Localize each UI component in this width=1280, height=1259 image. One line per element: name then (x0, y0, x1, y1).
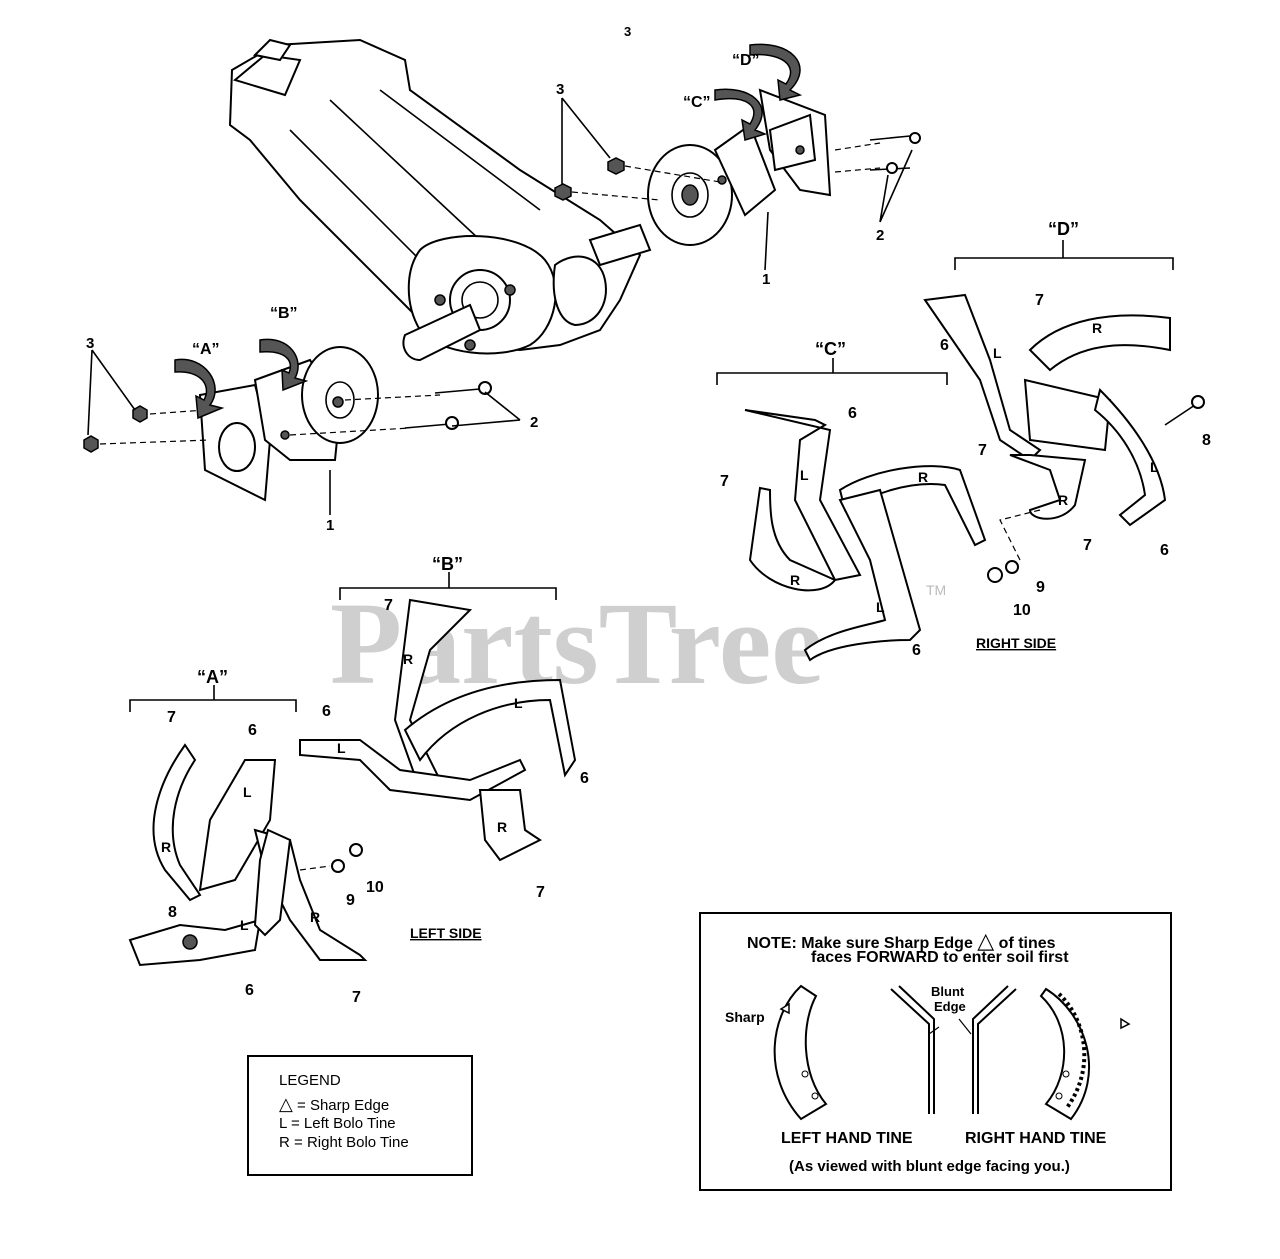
group-label-c-top: “C” (683, 94, 711, 111)
callout-3-right: 3 (556, 81, 564, 98)
note-line-1: NOTE: Make sure Sharp Edge △ of tines (747, 928, 1056, 953)
callout-7-b-top: 7 (384, 597, 393, 614)
bolo-l-b1: L (337, 740, 346, 756)
group-label-b: “B” (432, 554, 463, 574)
bolo-r-b1: R (403, 651, 413, 667)
callout-10-left: 10 (366, 879, 384, 896)
bolo-r-a2: R (310, 909, 320, 925)
group-brackets (129, 240, 1174, 712)
callout-8-a: 8 (168, 904, 177, 921)
bolo-r-c2: R (790, 572, 800, 588)
callout-6-b-left: 6 (322, 703, 331, 720)
note-right-hand-tine: RIGHT HAND TINE (965, 1130, 1107, 1147)
callout-6-d: 6 (940, 337, 949, 354)
callout-6-a-top: 6 (248, 722, 257, 739)
tine-group-d (923, 293, 1205, 583)
group-label-c: “C” (815, 339, 846, 359)
note-sharp-label: Sharp (725, 1009, 765, 1025)
callout-10-right: 10 (1013, 602, 1031, 619)
legend-item-left: L = Left Bolo Tine (279, 1115, 396, 1132)
legend-item-right: R = Right Bolo Tine (279, 1134, 409, 1151)
bolo-r-c1: R (918, 469, 928, 485)
note-edge-label: Edge (934, 999, 966, 1014)
tine-group-c (744, 409, 987, 662)
bolo-l-b2: L (514, 695, 523, 711)
bolo-r-a1: R (161, 839, 171, 855)
group-label-d-top: “D” (732, 52, 760, 69)
callout-9-left: 9 (346, 892, 355, 909)
legend-title: LEGEND (279, 1072, 341, 1089)
group-label-b-top: “B” (270, 305, 298, 322)
callout-leaders (87, 97, 913, 515)
callout-6-c-bottom: 6 (912, 642, 921, 659)
sharp-edge-icon: △ (977, 928, 995, 953)
callout-2-left: 2 (530, 414, 538, 431)
callout-9-right: 9 (1036, 579, 1045, 596)
note-left-hand-tine: LEFT HAND TINE (781, 1130, 913, 1147)
note-box: NOTE: Make sure Sharp Edge △ of tines fa… (699, 912, 1172, 1191)
bolo-l-a1: L (243, 784, 252, 800)
note-blunt-label: Blunt (931, 984, 965, 999)
group-label-a-top: “A” (192, 341, 220, 358)
callout-7-a-bottom: 7 (352, 989, 361, 1006)
watermark-tm: TM (926, 582, 946, 598)
callout-8-d: 8 (1202, 432, 1211, 449)
bolo-l-d2: L (1150, 459, 1159, 475)
callout-7-c-right: 7 (978, 442, 987, 459)
group-label-d: “D” (1048, 219, 1079, 239)
tine-illustrations (773, 984, 1131, 1121)
rotation-arrows (174, 43, 803, 420)
tine-group-a (128, 743, 368, 967)
callout-7-b-bottom: 7 (536, 884, 545, 901)
legend-item-sharp: △ = Sharp Edge (279, 1094, 390, 1114)
sharp-edge-icon: △ (279, 1094, 293, 1114)
note-viewed-caption: (As viewed with blunt edge facing you.) (789, 1158, 1070, 1175)
bolo-l-d1: L (993, 345, 1002, 361)
transmission-housing (228, 38, 652, 362)
bolo-l-c1: L (800, 467, 809, 483)
bolo-r-d2: R (1058, 492, 1068, 508)
callout-3-left: 3 (86, 335, 94, 352)
caption-right-side: RIGHT SIDE (976, 635, 1056, 651)
group-label-a: “A” (197, 667, 228, 687)
callout-7-a-top: 7 (167, 709, 176, 726)
callout-6-b-right: 6 (580, 770, 589, 787)
bolo-r-b2: R (497, 819, 507, 835)
callout-6-c-top: 6 (848, 405, 857, 422)
bolo-l-a2: L (240, 917, 249, 933)
tine-group-b (299, 598, 577, 862)
callout-7-c-left: 7 (720, 473, 729, 490)
note-line-2: faces FORWARD to enter soil first (811, 949, 1069, 966)
callout-6-d-bottom: 6 (1160, 542, 1169, 559)
page-number: 3 (624, 24, 631, 39)
callout-2-right: 2 (876, 227, 884, 244)
left-hub-assembly (83, 346, 492, 502)
callout-7-d-bottom: 7 (1083, 537, 1092, 554)
callout-1-left: 1 (326, 517, 334, 534)
callout-7-d-top: 7 (1035, 292, 1044, 309)
bolo-l-c2: L (876, 599, 885, 615)
callout-6-a-bottom: 6 (245, 982, 254, 999)
bolo-r-d1: R (1092, 320, 1102, 336)
right-hub-assembly (554, 88, 921, 246)
caption-left-side: LEFT SIDE (410, 925, 482, 941)
legend-box: LEGEND △ = Sharp Edge L = Left Bolo Tine… (247, 1055, 473, 1176)
callout-1-right: 1 (762, 271, 770, 288)
